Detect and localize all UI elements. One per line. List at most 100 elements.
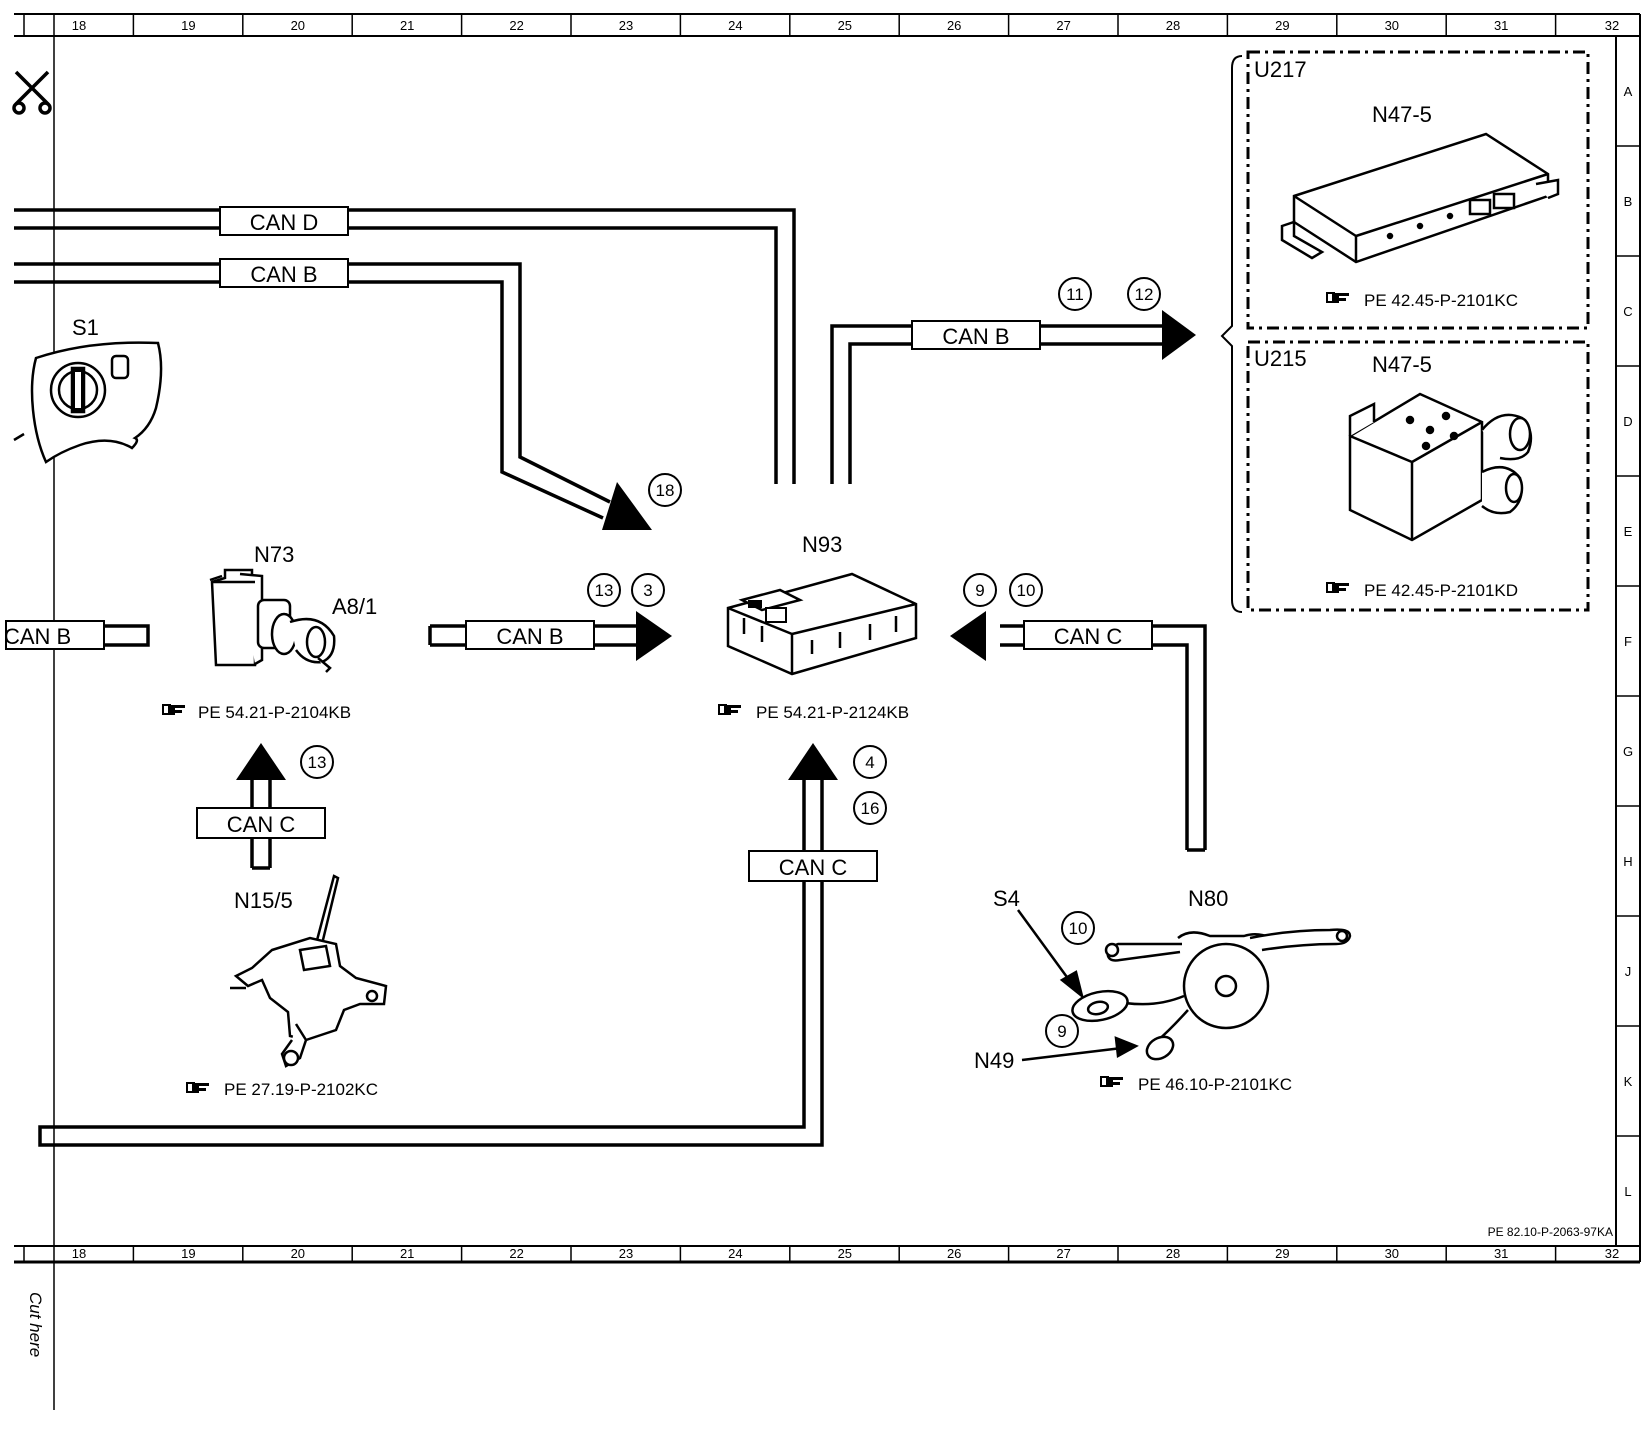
grid-column-label: 22 <box>509 18 523 33</box>
a8-1-label: A8/1 <box>332 594 377 619</box>
grid-column-label: 32 <box>1605 1246 1619 1261</box>
marker-m10b: 10 <box>1061 911 1095 945</box>
grid-column-label: 25 <box>838 18 852 33</box>
grid-column-label: 25 <box>838 1246 852 1261</box>
marker-m16: 16 <box>853 791 887 825</box>
marker-m10a: 10 <box>1009 573 1043 607</box>
svg-text:PE 46.10-P-2101KC: PE 46.10-P-2101KC <box>1138 1075 1292 1094</box>
grid-column-label: 28 <box>1166 18 1180 33</box>
grid-row-label: H <box>1623 854 1632 869</box>
u217-module-drawing <box>1280 132 1560 264</box>
svg-text:PE 27.19-P-2102KC: PE 27.19-P-2102KC <box>224 1080 378 1099</box>
marker-m12: 12 <box>1127 277 1161 311</box>
svg-text:9: 9 <box>1057 1022 1066 1041</box>
n73-module-drawing <box>209 568 336 673</box>
svg-text:16: 16 <box>861 799 880 818</box>
grid-row-label: A <box>1624 84 1633 99</box>
svg-text:CAN C: CAN C <box>779 855 848 880</box>
u-group-brace <box>1220 55 1243 613</box>
grid-column-label: 21 <box>400 18 414 33</box>
grid-column-label: 31 <box>1494 18 1508 33</box>
grid-column-label: 23 <box>619 18 633 33</box>
arrowhead-can-b-to-n93 <box>602 482 652 530</box>
n80-reference: PE 46.10-P-2101KC <box>1100 1075 1292 1094</box>
pointing-hand-icon <box>1326 292 1349 303</box>
grid-row-label: E <box>1624 524 1633 539</box>
svg-text:CAN B: CAN B <box>942 324 1009 349</box>
grid-column-label: 26 <box>947 18 961 33</box>
u215-reference: PE 42.45-P-2101KD <box>1326 581 1518 600</box>
grid-column-label: 27 <box>1056 1246 1070 1261</box>
marker-m18: 18 <box>648 473 682 507</box>
grid-column-label: 29 <box>1275 1246 1289 1261</box>
grid-column-label: 21 <box>400 1246 414 1261</box>
bus-label-can-b-right: CAN B <box>911 320 1041 350</box>
bus-label-can-b-left: CAN B <box>4 620 105 650</box>
marker-m4: 4 <box>853 745 887 779</box>
grid-column-label: 32 <box>1605 18 1619 33</box>
grid-column-label: 22 <box>509 1246 523 1261</box>
arrowhead-can-c-to-n93 <box>950 611 986 661</box>
bus-label-can-d-top: CAN D <box>219 206 349 236</box>
grid-column-label: 24 <box>728 1246 742 1261</box>
grid-column-label: 31 <box>1494 1246 1508 1261</box>
frame <box>14 13 1641 1410</box>
n93-reference: PE 54.21-P-2124KB <box>718 703 909 722</box>
svg-text:PE 54.21-P-2124KB: PE 54.21-P-2124KB <box>756 703 909 722</box>
s4-label: S4 <box>993 886 1020 911</box>
grid-row-label: K <box>1624 1074 1633 1089</box>
scissors-icon <box>12 70 52 115</box>
svg-text:CAN D: CAN D <box>250 210 318 235</box>
grid-column-label: 19 <box>181 1246 195 1261</box>
svg-text:CAN B: CAN B <box>250 262 317 287</box>
grid-row-label: F <box>1624 634 1632 649</box>
svg-text:PE 54.21-P-2104KB: PE 54.21-P-2104KB <box>198 703 351 722</box>
grid-column-label: 27 <box>1056 18 1070 33</box>
bus-arrowheads <box>236 310 1196 780</box>
bus-label-can-c-right: CAN C <box>1023 620 1153 650</box>
pointing-hand-icon <box>162 704 185 715</box>
u217-module-label: N47-5 <box>1372 102 1432 127</box>
svg-text:13: 13 <box>595 581 614 600</box>
n93-module-drawing <box>726 572 918 676</box>
svg-text:9: 9 <box>975 581 984 600</box>
document-id: PE 82.10-P-2063-97KA <box>1488 1225 1613 1239</box>
marker-m3: 3 <box>631 573 665 607</box>
bus-label-can-b-top: CAN B <box>219 258 349 288</box>
bus-label-can-c-bottom: CAN C <box>748 850 878 882</box>
n15-5-shifter-drawing <box>230 874 388 1068</box>
n15-5-reference: PE 27.19-P-2102KC <box>186 1080 378 1099</box>
grid-row-label: C <box>1623 304 1632 319</box>
grid-row-label: L <box>1624 1184 1631 1199</box>
grid-column-label: 24 <box>728 18 742 33</box>
arrowhead-can-b-to-u217 <box>1162 310 1196 360</box>
arrowhead-can-b-mid <box>636 611 672 661</box>
bus-label-can-b-mid: CAN B <box>465 620 595 650</box>
pointing-hand-icon <box>1100 1076 1123 1087</box>
u215-module-drawing <box>1348 392 1533 542</box>
grid-row-label: D <box>1623 414 1632 429</box>
s1-ignition-switch-drawing <box>13 341 163 464</box>
svg-text:12: 12 <box>1135 285 1154 304</box>
n15-5-label: N15/5 <box>234 888 293 913</box>
u215-box <box>1246 340 1590 612</box>
svg-text:CAN B: CAN B <box>4 624 71 649</box>
svg-text:11: 11 <box>1066 285 1084 304</box>
n80-label: N80 <box>1188 886 1228 911</box>
grid-column-label: 28 <box>1166 1246 1180 1261</box>
marker-m9b: 9 <box>1045 1014 1079 1048</box>
u217-reference: PE 42.45-P-2101KC <box>1326 291 1518 310</box>
u215-module-label: N47-5 <box>1372 352 1432 377</box>
marker-m11: 11 <box>1058 277 1092 311</box>
grid-row-ticks <box>1616 145 1640 1137</box>
marker-m9a: 9 <box>963 573 997 607</box>
grid-column-label: 20 <box>291 1246 305 1261</box>
bus-label-can-c-n15: CAN C <box>196 807 326 839</box>
grid-column-label: 23 <box>619 1246 633 1261</box>
cut-here-label: Cut here <box>26 1292 45 1357</box>
n80-leader-lines <box>1016 909 1139 1062</box>
grid-column-label: 30 <box>1385 1246 1399 1261</box>
grid-column-label: 20 <box>291 18 305 33</box>
